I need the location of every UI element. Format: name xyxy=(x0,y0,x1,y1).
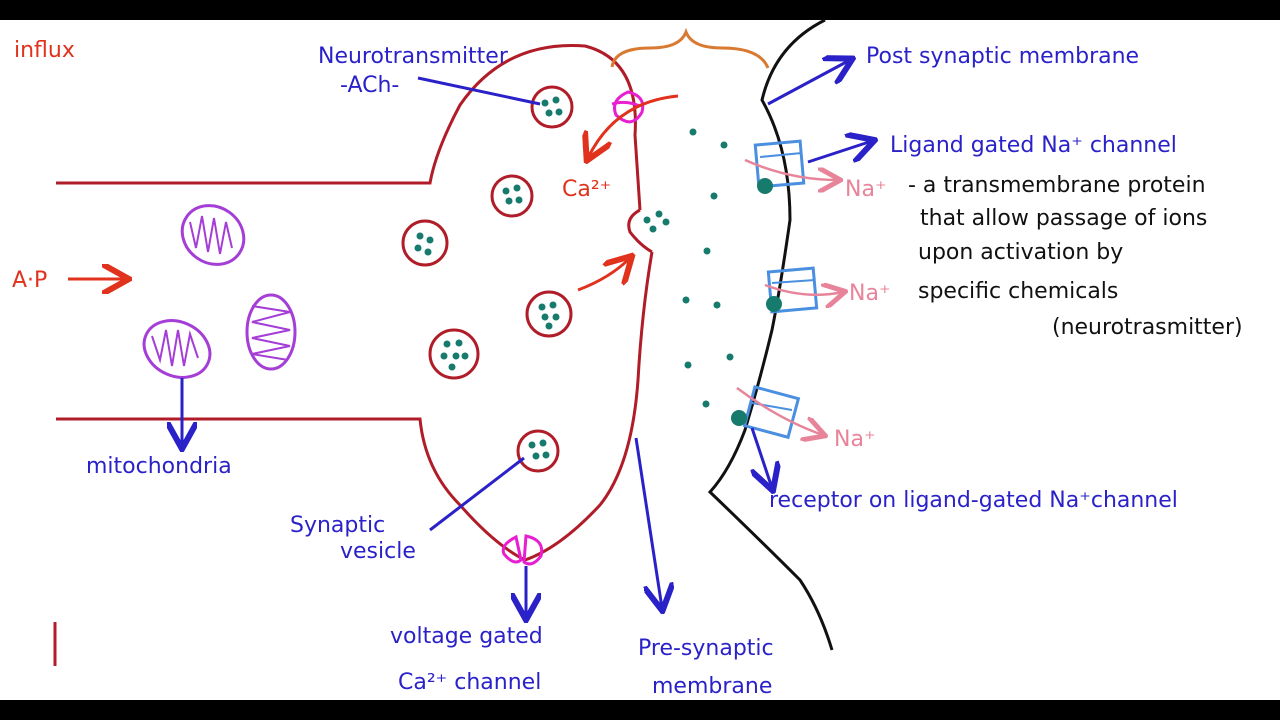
synaptic-vesicle xyxy=(401,219,449,267)
mitochondria-label: mitochondria xyxy=(86,454,232,479)
neurotransmitter-label: Neurotransmitter xyxy=(318,44,509,69)
calcium-ion-label: Ca²⁺ xyxy=(562,177,611,202)
na-influx-arrow xyxy=(764,285,843,295)
letterbox-bottom xyxy=(0,700,1280,720)
ligand-gated-na-channel xyxy=(766,266,819,314)
synaptic-vesicle xyxy=(530,85,574,129)
action-potential-label: A·P xyxy=(12,268,47,293)
pre-membrane-pointer xyxy=(634,437,662,608)
post-membrane-pointer xyxy=(767,60,850,106)
ach-label: -ACh- xyxy=(340,73,399,98)
channel-pointer xyxy=(807,141,872,164)
synaptic-vesicle xyxy=(516,429,560,473)
channel-description-line: specific chemicals xyxy=(918,279,1118,304)
voltage-gated-label: Ca²⁺ channel xyxy=(398,670,541,695)
pre-synaptic-label: Pre-synaptic xyxy=(638,636,774,661)
receptor-pointer xyxy=(752,427,772,488)
pre-synaptic-label: membrane xyxy=(652,674,772,699)
axon-membrane-top xyxy=(56,43,642,211)
mitochondrion xyxy=(142,319,212,379)
synaptic-cleft-brace xyxy=(610,27,770,69)
channel-description-line: (neurotrasmitter) xyxy=(1052,315,1243,340)
synaptic-vesicle xyxy=(428,328,480,380)
channel-description-line: - a transmembrane protein xyxy=(908,173,1206,198)
letterbox-top xyxy=(0,0,1280,20)
na-influx-arrow xyxy=(736,386,823,435)
cleft-neurotransmitter xyxy=(682,128,734,408)
neurotransmitter-pointer xyxy=(417,76,541,106)
na-influx-arrow xyxy=(744,158,838,180)
vesicle-fusion-arrow xyxy=(577,258,630,292)
ligand-gated-channel-label: Ligand gated Na⁺ channel xyxy=(890,133,1177,158)
released-neurotransmitter-cluster xyxy=(643,210,670,233)
release-site-indent xyxy=(627,208,653,254)
influx-label: influx xyxy=(14,38,75,63)
post-synaptic-membrane-label: Post synaptic membrane xyxy=(866,44,1139,69)
sodium-ion-label: Na⁺ xyxy=(849,281,891,306)
voltage-gated-ca-channel-bottom xyxy=(501,534,544,566)
sodium-ion-label: Na⁺ xyxy=(845,177,887,202)
synaptic-vesicle xyxy=(490,174,534,218)
mitochondrion xyxy=(180,204,246,266)
synaptic-vesicle xyxy=(525,290,573,338)
sodium-ion-label: Na⁺ xyxy=(834,427,876,452)
ligand-gated-na-channel xyxy=(731,385,801,440)
vesicle-pointer xyxy=(429,456,525,532)
voltage-gated-label: voltage gated xyxy=(390,624,543,649)
synaptic-vesicle-label: vesicle xyxy=(340,539,416,564)
channel-description-line: that allow passage of ions xyxy=(920,206,1207,231)
mitochondrion xyxy=(245,293,297,371)
channel-description-line: upon activation by xyxy=(918,240,1123,265)
ca-influx-arrow xyxy=(588,94,679,158)
postsynaptic-membrane-line xyxy=(707,18,834,651)
synaptic-vesicle-label: Synaptic xyxy=(290,513,385,538)
receptor-label: receptor on ligand-gated Na⁺channel xyxy=(769,488,1178,513)
axon-membrane-bottom xyxy=(56,251,654,562)
